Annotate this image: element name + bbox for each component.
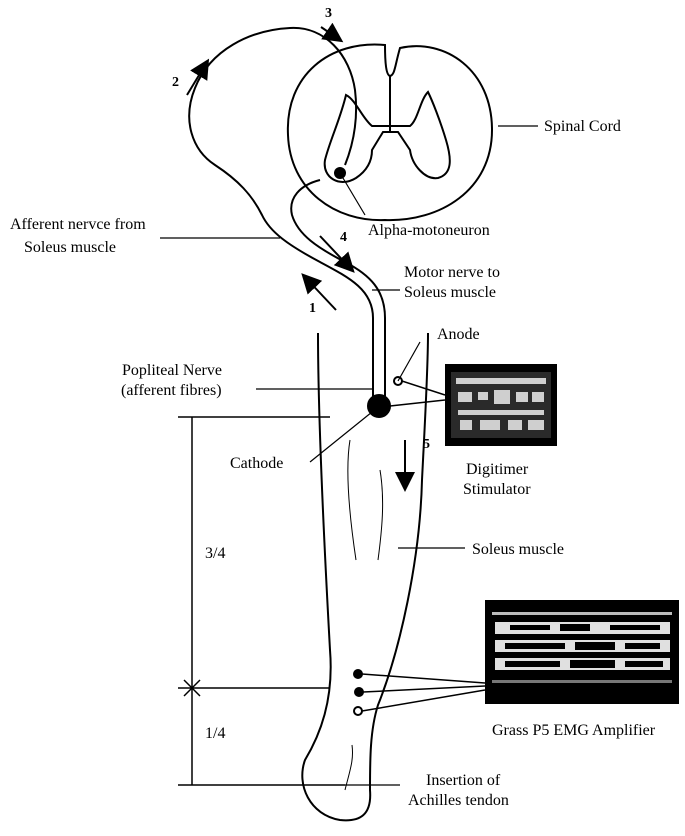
- fraction-upper: 3/4: [205, 545, 225, 563]
- step-number-2: 2: [172, 75, 179, 91]
- step-number-5: 5: [423, 437, 430, 453]
- label-alpha-motoneuron: Alpha-motoneuron: [368, 221, 490, 240]
- label-stimulator-line1: Digitimer: [466, 460, 528, 479]
- afferent-nerve: [189, 28, 385, 400]
- emg-amplifier-icon: [485, 600, 679, 704]
- label-emg-amplifier: Grass P5 EMG Amplifier: [492, 721, 655, 740]
- step-number-3: 3: [325, 6, 332, 22]
- label-stimulator-line2: Stimulator: [463, 480, 531, 499]
- emg-electrode-1-icon: [354, 670, 362, 678]
- label-insertion-line2: Achilles tendon: [408, 791, 509, 810]
- electrodes: [354, 377, 402, 715]
- spinal-cord: [288, 45, 492, 221]
- label-afferent-nerve-line2: Soleus muscle: [24, 238, 116, 257]
- emg-electrode-3-icon: [354, 707, 362, 715]
- label-anode: Anode: [437, 325, 480, 344]
- leg-outline: [302, 333, 428, 820]
- label-popliteal-line2: (afferent fibres): [121, 381, 222, 400]
- label-spinal-cord: Spinal Cord: [544, 117, 621, 136]
- emg-electrode-2-icon: [355, 688, 363, 696]
- step-number-1: 1: [309, 301, 316, 317]
- digitimer-stimulator-icon: [445, 364, 557, 446]
- step-number-4: 4: [340, 230, 347, 246]
- label-motor-nerve-line1: Motor nerve to: [404, 263, 500, 282]
- label-afferent-nerve-line1: Afferent nervce from: [10, 215, 146, 234]
- label-cathode: Cathode: [230, 454, 283, 473]
- step-arrows: [187, 27, 405, 488]
- label-insertion-line1: Insertion of: [426, 771, 500, 790]
- label-popliteal-line1: Popliteal Nerve: [122, 361, 222, 380]
- fraction-lower: 1/4: [205, 725, 225, 743]
- cathode-icon: [368, 395, 390, 417]
- label-soleus-muscle: Soleus muscle: [472, 540, 564, 559]
- label-motor-nerve-line2: Soleus muscle: [404, 283, 496, 302]
